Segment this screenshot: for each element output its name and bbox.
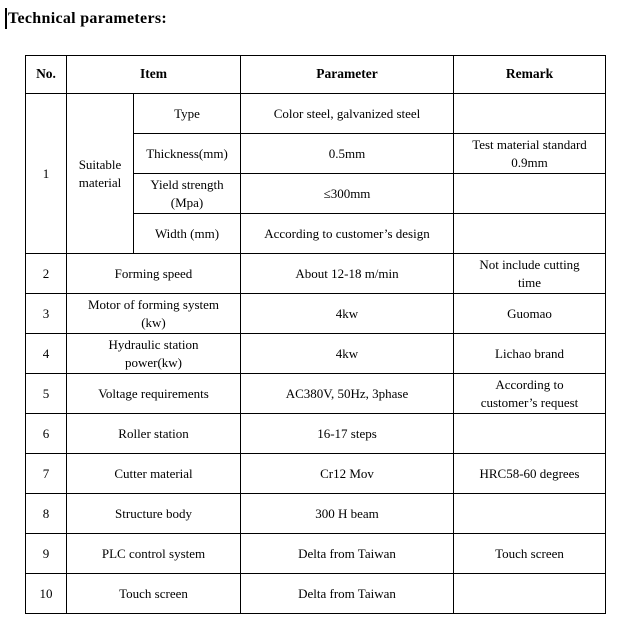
cell-remark: Touch screen [453,533,606,574]
cell-remark: Guomao [453,293,606,334]
cell-no: 8 [25,493,67,534]
col-header-item: Item [66,55,241,94]
document-title-block: Technical parameters: [5,8,167,29]
col-header-parameter: Parameter [240,55,454,94]
table-row: 4 Hydraulic station power(kw) 4kw Lichao… [25,333,606,374]
cell-item-sub: Thickness(mm) [133,133,241,174]
cell-remark: Not include cutting time [453,253,606,294]
cell-item: Forming speed [66,253,241,294]
cell-remark [453,173,606,214]
table-row: 1 Suitable material Type Color steel, ga… [25,93,606,254]
cell-item-sub: Type [133,93,241,134]
cell-parameter: Color steel, galvanized steel [240,93,454,134]
cell-item: PLC control system [66,533,241,574]
table-row: 2 Forming speed About 12-18 m/min Not in… [25,253,606,294]
cell-parameter: Cr12 Mov [240,453,454,494]
cell-remark: Lichao brand [453,333,606,374]
page-title: Technical parameters: [8,9,168,27]
cell-item-group: Suitable material [66,93,134,254]
cell-no: 7 [25,453,67,494]
cell-no: 10 [25,573,67,614]
cell-item: Roller station [66,413,241,454]
table-row: 3 Motor of forming system (kw) 4kw Guoma… [25,293,606,334]
text-cursor-caret [5,8,7,29]
cell-parameter: 0.5mm [240,133,454,174]
cell-no: 1 [25,93,67,254]
table-row: Thickness(mm) 0.5mm Test material standa… [26,133,606,174]
cell-item-sub: Width (mm) [133,213,241,254]
cell-no: 5 [25,373,67,414]
cell-no: 9 [25,533,67,574]
table-row: 8 Structure body 300 H beam [25,493,606,534]
cell-parameter: Delta from Taiwan [240,533,454,574]
cell-remark: HRC58-60 degrees [453,453,606,494]
table-row: 6 Roller station 16-17 steps [25,413,606,454]
cell-item: Touch screen [66,573,241,614]
table-row: 7 Cutter material Cr12 Mov HRC58-60 degr… [25,453,606,494]
cell-parameter: 4kw [240,293,454,334]
cell-remark [453,413,606,454]
cell-remark: Test material standard 0.9mm [453,133,606,174]
table-row: Width (mm) According to customer’s desig… [26,213,606,254]
table-row: Yield strength (Mpa) ≤300mm [26,173,606,214]
cell-parameter: 16-17 steps [240,413,454,454]
table-row: 10 Touch screen Delta from Taiwan [25,573,606,614]
cell-remark: According to customer’s request [453,373,606,414]
header-row: No. Item Parameter Remark [25,55,606,94]
cell-parameter: ≤300mm [240,173,454,214]
cell-no: 2 [25,253,67,294]
cell-item-sub: Yield strength (Mpa) [133,173,241,214]
cell-item: Voltage requirements [66,373,241,414]
cell-remark [453,213,606,254]
table-row: 5 Voltage requirements AC380V, 50Hz, 3ph… [25,373,606,414]
cell-item: Hydraulic station power(kw) [66,333,241,374]
cell-parameter: AC380V, 50Hz, 3phase [240,373,454,414]
cell-remark [453,93,606,134]
cell-parameter: 300 H beam [240,493,454,534]
cell-parameter: 4kw [240,333,454,374]
col-header-no: No. [25,55,67,94]
col-header-remark: Remark [453,55,606,94]
table-row: 9 PLC control system Delta from Taiwan T… [25,533,606,574]
cell-remark [453,573,606,614]
cell-parameter: About 12-18 m/min [240,253,454,294]
cell-no: 3 [25,293,67,334]
cell-item: Motor of forming system (kw) [66,293,241,334]
cell-no: 6 [25,413,67,454]
cell-item: Cutter material [66,453,241,494]
cell-item: Structure body [66,493,241,534]
cell-parameter: According to customer’s design [240,213,454,254]
cell-remark [453,493,606,534]
cell-no: 4 [25,333,67,374]
cell-parameter: Delta from Taiwan [240,573,454,614]
technical-parameters-table: No. Item Parameter Remark 1 Suitable mat… [25,55,606,614]
